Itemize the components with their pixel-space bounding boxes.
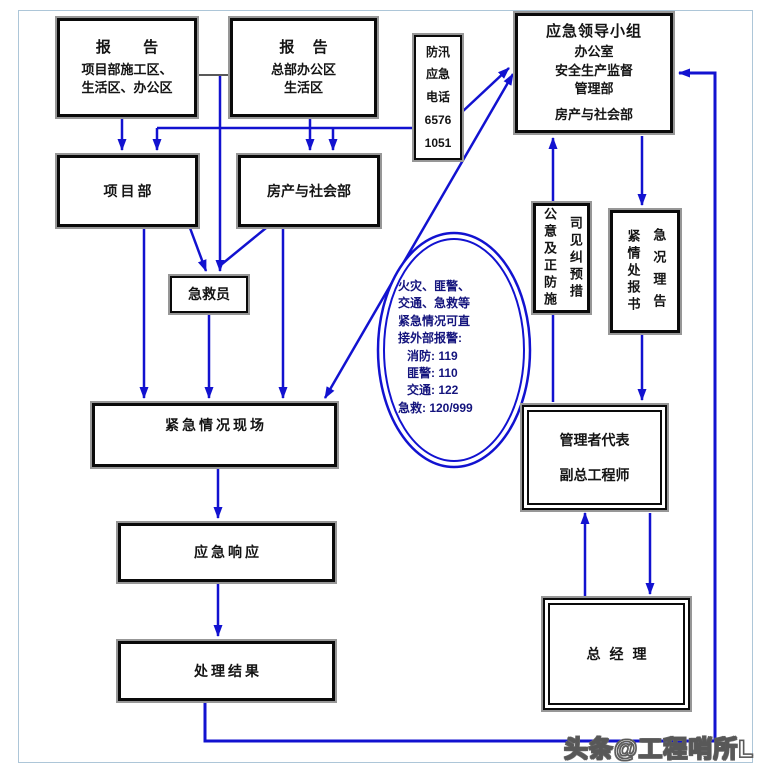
leading-group-line4: 管理部 xyxy=(574,81,614,97)
manager-rep-line2: 副总工程师 xyxy=(559,466,630,483)
report-hq-title: 报 告 xyxy=(279,38,335,56)
external-call-info: 火灾、匪警、 交通、急救等 紧急情况可直 接外部报警: 消防: 119 匪警: … xyxy=(398,278,526,417)
node-emergency-leading-group: 应急领导小组 办公室 安全生产监督 管理部 房产与社会部 xyxy=(515,13,673,133)
leading-group-line1: 应急领导小组 xyxy=(545,22,642,40)
toutiao-watermark: 头条@工程哨所L xyxy=(563,735,754,763)
node-estate-social-dept: 房产与社会部 xyxy=(238,155,380,227)
node-emergency-report-doc: 紧情处报书 急况理告 xyxy=(610,210,680,333)
node-corrective-measures: 公意及正防施 司见纠预措 xyxy=(533,203,590,313)
external-call-line2: 交通、急救等 xyxy=(398,296,471,311)
external-call-police: 匪警: 110 xyxy=(407,365,458,380)
node-emergency-response: 应急响应 xyxy=(118,523,335,582)
node-report-project: 报 告 项目部施工区、 生活区、办公区 xyxy=(57,18,197,117)
emergency-report-doc-col-right: 急况理告 xyxy=(651,227,667,316)
node-general-manager: 总经理 xyxy=(543,598,690,710)
external-call-traffic: 交通: 122 xyxy=(407,383,459,398)
flood-phone-line3: 电话 xyxy=(425,90,450,105)
external-call-oval xyxy=(376,231,532,469)
corrective-measures-col-right: 司见纠预措 xyxy=(567,215,583,301)
external-call-fire: 消防: 119 xyxy=(407,348,458,363)
report-hq-line1: 总部办公区 xyxy=(270,61,336,77)
leading-group-line5: 房产与社会部 xyxy=(554,107,633,123)
flood-phone-line1: 防汛 xyxy=(425,44,450,59)
flood-phone-line4: 6576 xyxy=(424,112,452,127)
external-call-line3: 紧急情况可直 xyxy=(398,313,471,328)
node-manager-representative: 管理者代表 副总工程师 xyxy=(522,405,667,510)
node-emergency-scene: 紧急情况现场 xyxy=(92,403,337,467)
leading-group-line3: 安全生产监督 xyxy=(554,62,633,78)
report-hq-line2: 生活区 xyxy=(283,80,323,96)
node-flood-emergency-phone: 防汛 应急 电话 6576 1051 xyxy=(414,35,462,160)
flood-phone-line2: 应急 xyxy=(425,67,450,82)
node-handling-result: 处理结果 xyxy=(118,641,335,701)
report-project-title: 报 告 xyxy=(95,38,173,56)
emergency-report-doc-col-left: 紧情处报书 xyxy=(625,229,641,314)
manager-rep-line1: 管理者代表 xyxy=(559,432,630,449)
node-first-aider: 急救员 xyxy=(170,276,248,313)
diagram-frame xyxy=(18,10,753,763)
report-project-line1: 项目部施工区、 xyxy=(81,61,173,77)
corrective-measures-col-left: 公意及正防施 xyxy=(542,207,557,309)
leading-group-line2: 办公室 xyxy=(574,43,614,59)
node-project-dept: 项目部 xyxy=(57,155,198,227)
report-project-line2: 生活区、办公区 xyxy=(81,80,173,96)
external-call-aid: 急救: 120/999 xyxy=(398,400,473,415)
external-call-line1: 火灾、匪警、 xyxy=(398,279,471,293)
flood-phone-line5: 1051 xyxy=(424,135,452,150)
external-call-line4: 接外部报警: xyxy=(398,331,462,346)
node-report-hq: 报 告 总部办公区 生活区 xyxy=(230,18,377,117)
